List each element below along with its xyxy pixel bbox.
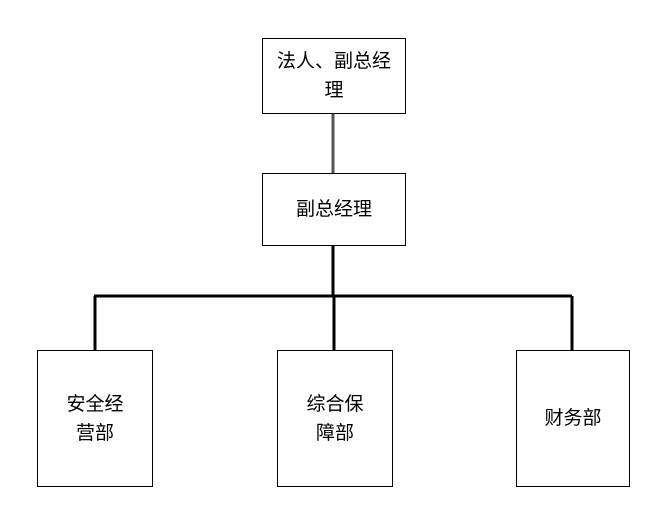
node-deputy-gm-label: 副总经理: [295, 198, 372, 220]
node-general-support-dept: 综合保障部: [277, 350, 393, 487]
node-deputy-gm: 副总经理: [262, 173, 406, 246]
node-finance-dept: 财务部: [516, 350, 630, 487]
node-safety-operations-dept: 安全经营部: [37, 350, 153, 487]
node-finance-dept-label: 财务部: [544, 407, 602, 429]
node-legal-rep-deputy-gm-label: 法人、副总经理: [276, 50, 391, 101]
node-general-support-dept-label: 综合保障部: [306, 392, 364, 444]
node-legal-rep-deputy-gm: 法人、副总经理: [262, 38, 406, 114]
node-safety-operations-dept-label: 安全经营部: [66, 392, 124, 444]
